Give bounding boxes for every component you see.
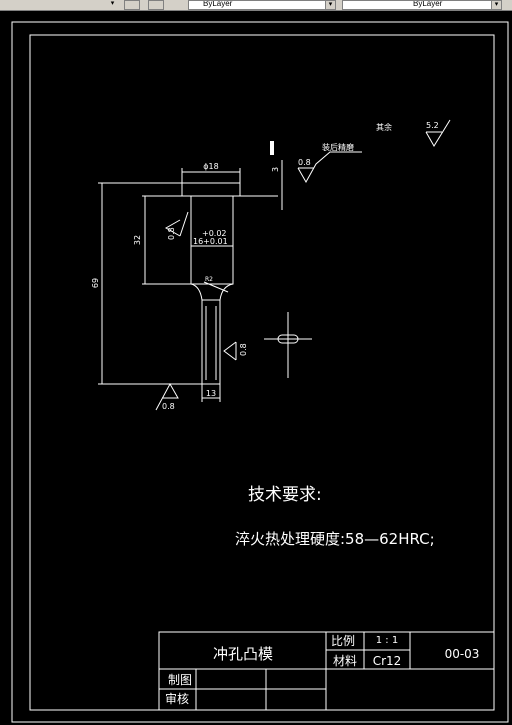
punch-tip	[201, 299, 221, 385]
layer-combo-value: ByLayer	[203, 0, 233, 8]
head-flange	[181, 182, 241, 197]
part-outline	[181, 182, 278, 385]
dim-three: 3	[271, 167, 280, 172]
title-block: 冲孔凸模 比例 1 : 1 材料 Cr12 00-03 制图 审核	[158, 631, 495, 711]
roughness-symbol	[297, 151, 362, 184]
roughness-bottom-value: 0.8	[162, 402, 175, 411]
dim-sixtynine: 69	[91, 278, 100, 288]
title-material-label: 材料	[333, 654, 357, 668]
layers-icon[interactable]	[148, 0, 164, 10]
title-scale-label: 比例	[331, 634, 355, 648]
roughness-grind-note: 装后精磨	[322, 142, 354, 152]
section-marker	[270, 141, 274, 155]
title-drawing-number: 00-03	[445, 647, 480, 661]
title-drawn-label: 制图	[168, 673, 192, 687]
roughness-symbols: 其余 5.2 0.8 装后精磨 0.8 0.8 0.8	[155, 119, 451, 411]
notes-heading: 技术要求:	[248, 485, 322, 505]
roughness-symbol	[425, 119, 451, 147]
dim-tol-base: 16+0.01	[193, 237, 228, 246]
roughness-symbol-bar	[179, 211, 189, 237]
chevron-down-icon[interactable]: ▾	[325, 1, 335, 9]
roughness-left-value: 0.8	[167, 227, 176, 240]
roughness-symbol	[223, 341, 237, 361]
title-scale-value: 1 : 1	[376, 635, 398, 646]
leader-line	[203, 281, 229, 293]
roughness-top-value: 0.8	[298, 158, 311, 167]
notes-line1: 淬火热处理硬度:58—62HRC;	[235, 530, 435, 548]
roughness-symbol	[164, 219, 181, 237]
roughness-rest-value: 5.2	[426, 121, 439, 130]
chevron-down-icon[interactable]: ▾	[110, 0, 115, 7]
layer-combo[interactable]: ByLayer ▾	[188, 0, 336, 10]
title-part-name: 冲孔凸模	[213, 645, 273, 663]
roughness-rest-label: 其余	[376, 122, 392, 132]
properties-toolbar: ▾ ByLayer ▾ ByLayer ▾	[0, 0, 512, 11]
dim-tol-upper: +0.02	[202, 229, 227, 238]
roughness-right-value: 0.8	[239, 343, 248, 356]
dim-thirtytwo: 32	[133, 235, 142, 245]
linetype-combo[interactable]: ByLayer ▾	[342, 0, 502, 10]
fillet-left	[190, 283, 203, 301]
dim-thirteen: 13	[206, 389, 216, 398]
linetype-combo-value: ByLayer	[413, 0, 443, 8]
outer-border	[11, 21, 509, 723]
title-checked-label: 审核	[165, 691, 189, 706]
roughness-symbol	[155, 382, 179, 411]
fillet-right	[219, 283, 234, 301]
layer-states-icon[interactable]	[124, 0, 140, 10]
dim-r2: R2	[205, 276, 213, 283]
dimensions: ϕ18 3 32 69 +0.02 16+0.01 R2 13	[91, 160, 283, 402]
title-material-value: Cr12	[373, 654, 402, 668]
shank-body	[190, 195, 234, 285]
inner-border	[29, 34, 495, 711]
crosshair-cursor-icon	[264, 312, 312, 378]
chevron-down-icon[interactable]: ▾	[491, 1, 501, 9]
dim-phi18: ϕ18	[203, 162, 218, 171]
